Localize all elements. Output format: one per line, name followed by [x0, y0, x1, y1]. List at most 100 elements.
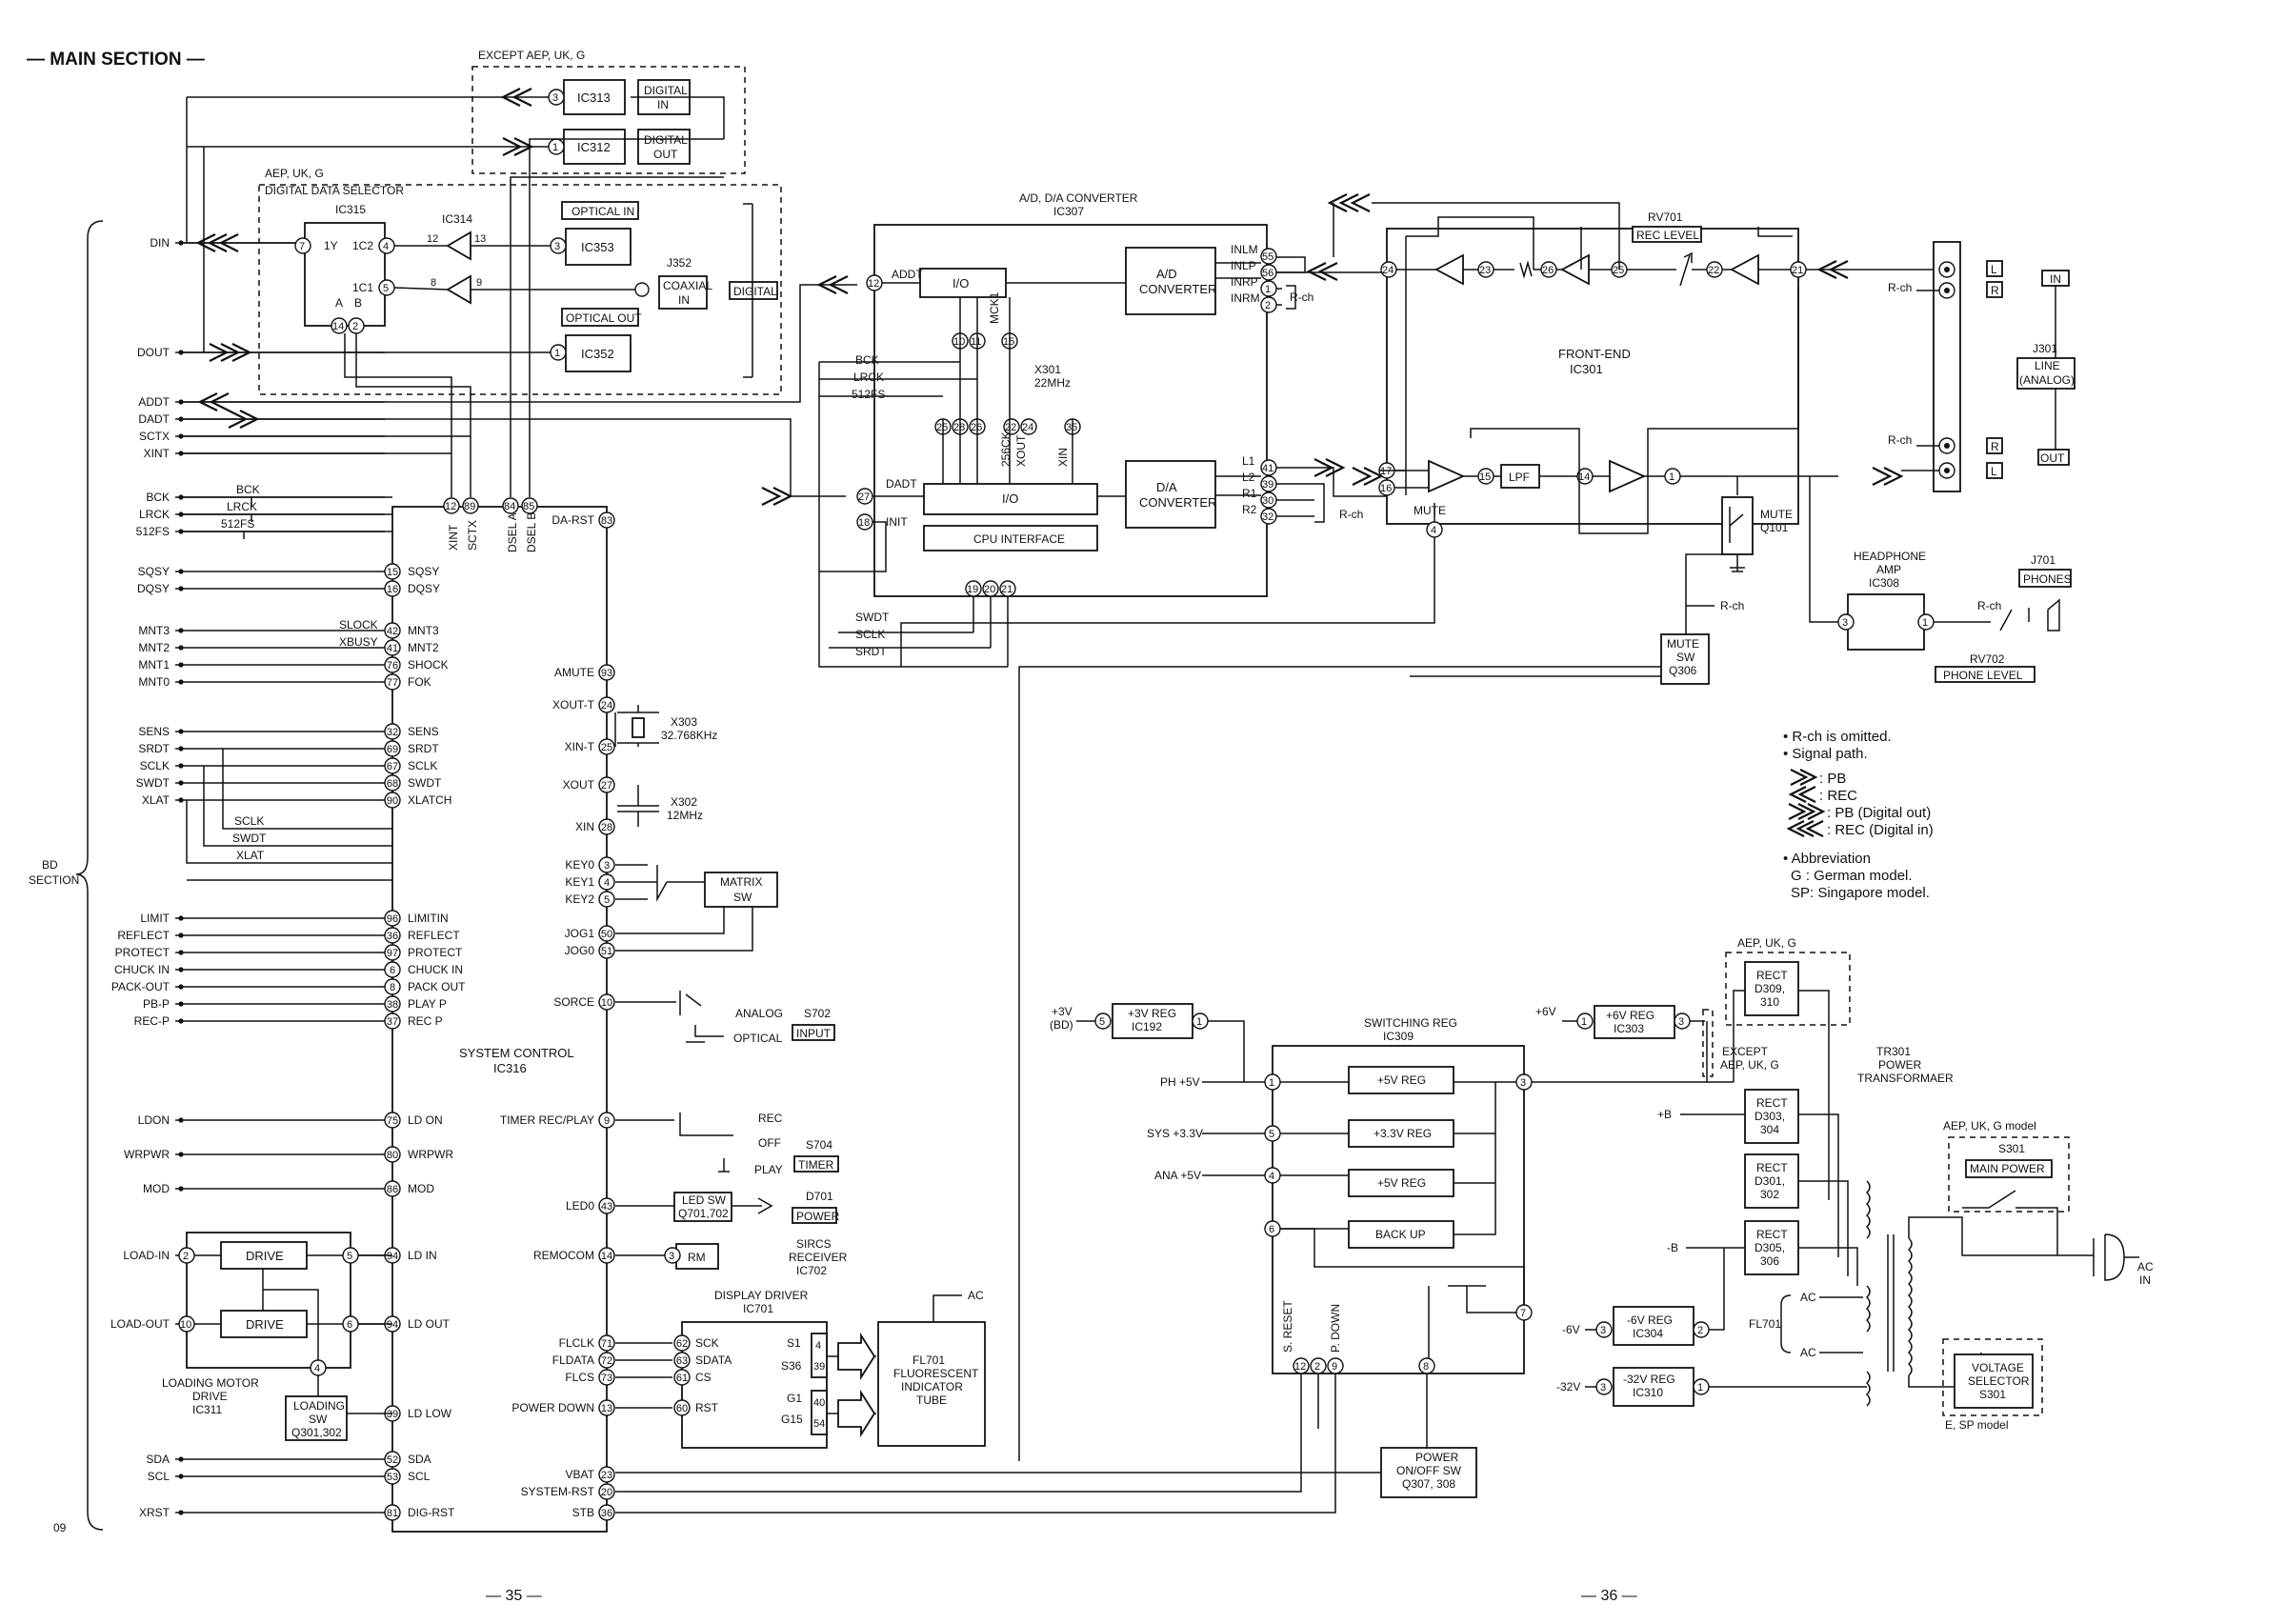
- svg-text:SCLK: SCLK: [855, 628, 885, 641]
- svg-text:306: 306: [1760, 1254, 1779, 1268]
- svg-text:14: 14: [332, 321, 344, 332]
- svg-text:41: 41: [387, 643, 398, 654]
- bd-signal-25: PB-P: [143, 997, 385, 1011]
- svg-text:B: B: [354, 296, 362, 310]
- svg-text:3: 3: [552, 92, 558, 104]
- svg-text:DRIVE: DRIVE: [246, 1249, 284, 1263]
- svg-text:LRCK: LRCK: [853, 371, 884, 384]
- svg-text:SW: SW: [1676, 651, 1695, 664]
- svg-text:26: 26: [971, 422, 982, 433]
- svg-text:DIGITAL DATA SELECTOR: DIGITAL DATA SELECTOR: [265, 184, 404, 197]
- syscon-pin-label: SENS: [408, 725, 439, 738]
- svg-text:83: 83: [601, 515, 612, 527]
- svg-text:IN: IN: [678, 293, 690, 307]
- svg-text:A/D: A/D: [1156, 267, 1177, 281]
- svg-text:12: 12: [445, 501, 456, 512]
- switching-reg-ic: [1272, 1045, 1525, 1374]
- svg-text:76: 76: [387, 660, 398, 672]
- svg-text:2: 2: [1314, 1361, 1320, 1373]
- svg-text:+6V REG: +6V REG: [1606, 1009, 1654, 1022]
- system-control-ic: [391, 506, 608, 1533]
- bd-signal-label: MNT3: [138, 624, 170, 637]
- svg-text:R-ch: R-ch: [1720, 599, 1744, 612]
- svg-text:R2: R2: [1242, 503, 1257, 516]
- svg-text:4: 4: [1269, 1171, 1274, 1182]
- dsel-a-pin-label: DSEL A: [506, 512, 519, 552]
- syscon-pin-label: REFLECT: [408, 929, 460, 942]
- syscon-pin-label: WRPWR: [408, 1148, 453, 1161]
- ic315-mux: [304, 222, 386, 327]
- bd-section-brace: [75, 220, 104, 1531]
- svg-text:IC314: IC314: [442, 212, 472, 226]
- syscon-pin-label: MNT2: [408, 641, 439, 654]
- svg-text:TR301: TR301: [1876, 1045, 1911, 1058]
- svg-text:3: 3: [669, 1251, 674, 1262]
- syscon-pin-label: AMUTE: [554, 666, 594, 679]
- bd-signal-label: LOAD-IN: [123, 1249, 170, 1262]
- svg-text:25: 25: [1613, 265, 1624, 276]
- syscon-pin-label: REMOCOM: [533, 1249, 594, 1262]
- svg-text:86: 86: [387, 1184, 398, 1195]
- syscon-pin-label: SCL: [408, 1470, 431, 1483]
- svg-text:IC309: IC309: [1383, 1030, 1414, 1043]
- svg-text:10: 10: [601, 997, 612, 1009]
- svg-text:32: 32: [387, 727, 398, 738]
- svg-text:P. DOWN: P. DOWN: [1329, 1304, 1342, 1353]
- bd-signal-26: REC-P: [134, 1014, 385, 1028]
- svg-text:54: 54: [813, 1418, 825, 1430]
- matrix-switch: [704, 872, 778, 908]
- svg-text:22: 22: [1005, 422, 1016, 433]
- bd-signal-label: XINT: [144, 447, 170, 460]
- svg-text:BACK UP: BACK UP: [1375, 1228, 1426, 1241]
- svg-text:IC192: IC192: [1132, 1020, 1162, 1033]
- svg-text:BCK: BCK: [236, 483, 260, 496]
- svg-text:R: R: [1991, 440, 1999, 453]
- syscon-pin-label: JOG0: [565, 944, 595, 957]
- syscon-pin-label: SYSTEM-RST: [521, 1485, 595, 1498]
- svg-text:J701: J701: [2031, 553, 2055, 567]
- system-control-label: SYSTEM CONTROL: [459, 1046, 574, 1060]
- syscon-pin-label: XLATCH: [408, 793, 451, 807]
- svg-text:+5V REG: +5V REG: [1377, 1073, 1426, 1087]
- svg-text:12: 12: [1294, 1361, 1306, 1373]
- ic312: [563, 129, 626, 165]
- svg-text:56: 56: [1262, 268, 1273, 279]
- svg-text:POWER: POWER: [796, 1210, 840, 1223]
- bd-signal-label: MNT1: [138, 658, 170, 672]
- syscon-pin-label: DA-RST: [551, 513, 594, 527]
- svg-text:REC LEVEL: REC LEVEL: [1636, 229, 1699, 242]
- svg-text:37: 37: [387, 1016, 398, 1028]
- svg-text:E, SP model: E, SP model: [1945, 1418, 2008, 1432]
- svg-text:73: 73: [601, 1373, 612, 1384]
- svg-text:512FS: 512FS: [852, 388, 885, 401]
- bd-signal-label: PACK-OUT: [111, 980, 170, 993]
- svg-text:AC: AC: [1800, 1346, 1816, 1359]
- svg-text:25: 25: [936, 422, 948, 433]
- except-aep-label: EXCEPT AEP, UK, G: [478, 49, 585, 62]
- svg-text:21: 21: [1001, 584, 1013, 595]
- svg-text:CONVERTER: CONVERTER: [1139, 495, 1216, 510]
- svg-text:25: 25: [601, 742, 612, 753]
- svg-text:81: 81: [387, 1508, 398, 1519]
- svg-text:41: 41: [1262, 463, 1273, 474]
- svg-text:36: 36: [601, 1508, 612, 1519]
- svg-text:27: 27: [601, 780, 612, 792]
- svg-text:512FS: 512FS: [221, 517, 254, 531]
- svg-text:93: 93: [601, 668, 612, 679]
- svg-text:3: 3: [1520, 1077, 1526, 1089]
- syscon-pin-label: POWER DOWN: [511, 1401, 594, 1414]
- svg-text:X302: X302: [671, 795, 697, 809]
- svg-text:SW: SW: [309, 1413, 328, 1426]
- svg-text:LOADING MOTOR: LOADING MOTOR: [162, 1376, 259, 1390]
- svg-text:-32V REG: -32V REG: [1623, 1373, 1675, 1386]
